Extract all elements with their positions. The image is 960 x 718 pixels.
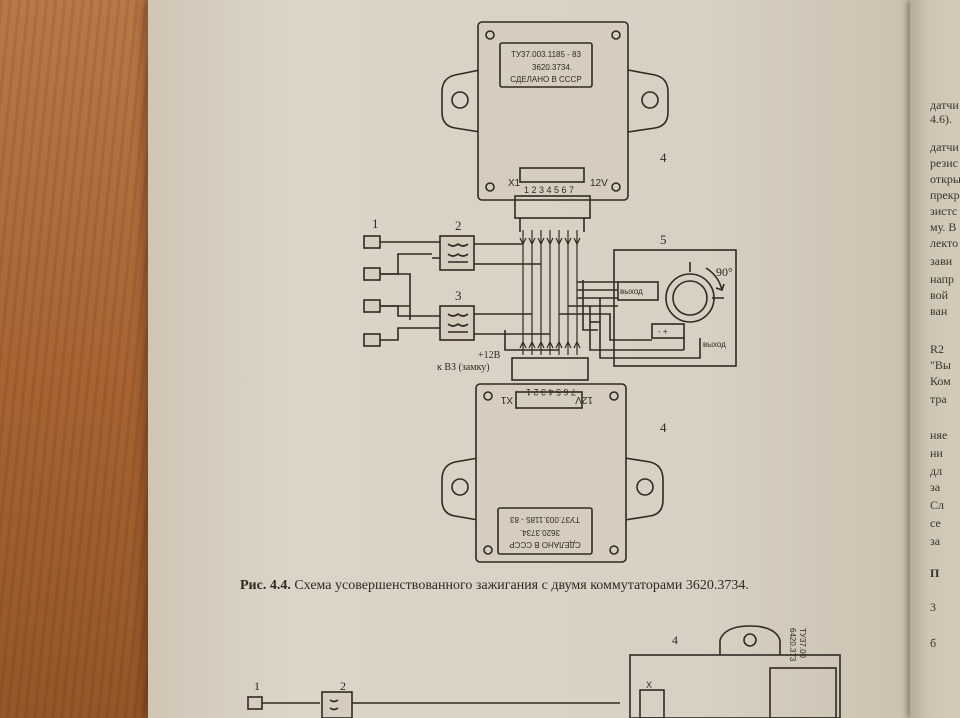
- lower-spec-text: ТУ37.00: [798, 628, 807, 659]
- next-page-line: прекр: [930, 188, 960, 202]
- callout-5: 5: [660, 232, 667, 247]
- next-page-line: тра: [930, 392, 947, 406]
- top-connector-label: X1: [508, 178, 521, 189]
- top-pin-numbers: 1 2 3 4 5 6 7: [524, 185, 574, 195]
- next-page-line: 3: [930, 600, 936, 614]
- bottom-connector-label: X1: [500, 394, 513, 405]
- next-page-line: напр: [930, 272, 955, 286]
- top-commutator-module: [441, 21, 669, 232]
- supply-label-line1: +12В: [478, 350, 501, 361]
- next-page-line: се: [930, 516, 941, 530]
- next-page-line: "Вы: [930, 358, 951, 372]
- bottom-voltage-label: 12V: [575, 394, 593, 405]
- sensor-angle-label: 90°: [716, 265, 733, 279]
- next-page-line: зистс: [930, 204, 958, 218]
- bottom-spec-text: ТУ37.003.1185 - 83: [510, 515, 580, 524]
- next-page-line: датчи: [930, 140, 959, 154]
- wire-bundle: [519, 230, 581, 355]
- top-model-text: 3620.3734.: [532, 63, 572, 72]
- lower-partial-diagram: [247, 625, 841, 718]
- lower-callout-4: 4: [672, 633, 678, 647]
- top-origin-text: СДЕЛАНО В СССР: [510, 75, 581, 84]
- next-page-line: ни: [930, 446, 943, 460]
- callout-3: 3: [455, 288, 462, 303]
- bottom-commutator-module: [441, 357, 664, 563]
- callout-2: 2: [455, 218, 462, 233]
- figure-caption-text: Схема усовершенствованного зажигания с д…: [294, 578, 749, 593]
- next-page-line: вой: [930, 288, 949, 302]
- lower-callout-2: 2: [340, 679, 346, 693]
- next-page-line: за: [930, 480, 941, 494]
- bottom-pin-numbers: 7 6 5 4 3 2 1: [526, 387, 576, 397]
- top-spec-text: ТУ37.003.1185 - 83: [511, 50, 581, 59]
- lower-model-text: 6420.373: [788, 628, 797, 662]
- callout-4-bottom: 4: [660, 420, 667, 435]
- next-page-line: лекто: [930, 236, 959, 250]
- top-voltage-label: 12V: [590, 178, 608, 189]
- next-page-line: резис: [930, 156, 958, 170]
- callout-4-top: 4: [660, 150, 667, 165]
- hall-sensor: [559, 249, 737, 367]
- coil-2: [432, 235, 541, 271]
- next-page-line: няе: [930, 428, 948, 442]
- sensor-output-bottom: выход: [703, 340, 726, 349]
- next-page-line: ван: [930, 304, 948, 318]
- sensor-output-top: выход: [620, 287, 643, 296]
- lower-callout-1: 1: [254, 679, 260, 693]
- next-page-line: П: [930, 566, 940, 580]
- next-page-line: откры: [930, 172, 960, 186]
- figure-caption-label: Рис. 4.4.: [240, 578, 291, 593]
- bottom-origin-text: СДЕЛАНО В СССР: [509, 540, 580, 549]
- supply-label-line2: к ВЗ (замку): [437, 362, 490, 373]
- next-page-line: 4.6).: [930, 112, 952, 126]
- next-page-line: R2: [930, 342, 945, 356]
- coil-3: [432, 305, 550, 341]
- next-page-line: б: [930, 636, 937, 650]
- callout-1: 1: [372, 216, 379, 231]
- figure-caption: Рис. 4.4. Схема усовершенствованного заж…: [240, 578, 880, 594]
- next-page-line: му. В: [930, 220, 957, 234]
- next-page-line: зави: [930, 254, 953, 268]
- lower-connector-label: X: [646, 680, 652, 690]
- next-page-line: дл: [930, 464, 943, 478]
- bottom-model-text: 3620.3734.: [520, 528, 560, 537]
- next-page-line: датчи: [930, 98, 959, 112]
- next-page-line: Сл: [930, 498, 944, 512]
- next-page-line: за: [930, 534, 941, 548]
- next-page-line: Ком: [930, 374, 951, 388]
- adjacent-page: датчи 4.6). датчи резис откры прекр зист…: [910, 0, 960, 718]
- left-plugs: [363, 235, 432, 347]
- sensor-polarity: - +: [658, 327, 668, 336]
